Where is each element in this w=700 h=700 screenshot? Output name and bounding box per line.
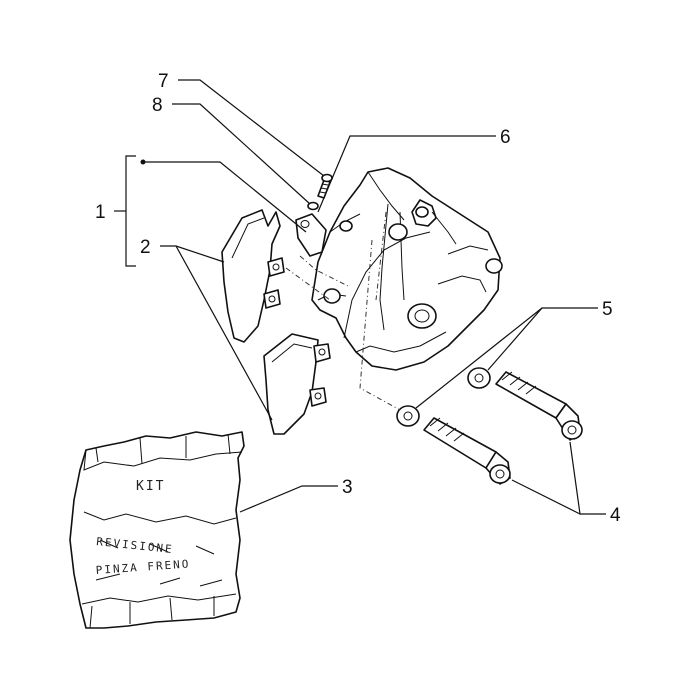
small-washer <box>307 201 319 211</box>
callout-6: 6 <box>500 127 511 148</box>
repair-kit-bag: KIT REVISIONE PINZA FRENO <box>69 431 245 629</box>
kit-bag-label-kit: KIT <box>136 479 165 494</box>
assembly-dashed-lines <box>285 211 401 411</box>
caliper-bolt-lower <box>423 417 511 485</box>
bolt-washer-upper <box>467 367 491 389</box>
brake-pad-lower <box>263 333 331 435</box>
brake-pad-upper <box>221 209 285 343</box>
callout-labels: 1 2 3 4 5 6 7 8 <box>95 71 621 526</box>
callout-2: 2 <box>140 237 151 258</box>
callout-1: 1 <box>95 202 106 223</box>
pad-spring <box>295 213 327 257</box>
leader-lines <box>114 79 606 515</box>
callout-4: 4 <box>610 505 621 526</box>
caliper-bolt-upper <box>495 371 583 441</box>
callout-7: 7 <box>158 71 169 92</box>
bolt-washer-lower <box>396 405 420 427</box>
callout-3: 3 <box>342 477 353 498</box>
brake-caliper-body <box>311 167 503 371</box>
callout-5: 5 <box>602 299 613 320</box>
callout-8: 8 <box>152 95 163 116</box>
